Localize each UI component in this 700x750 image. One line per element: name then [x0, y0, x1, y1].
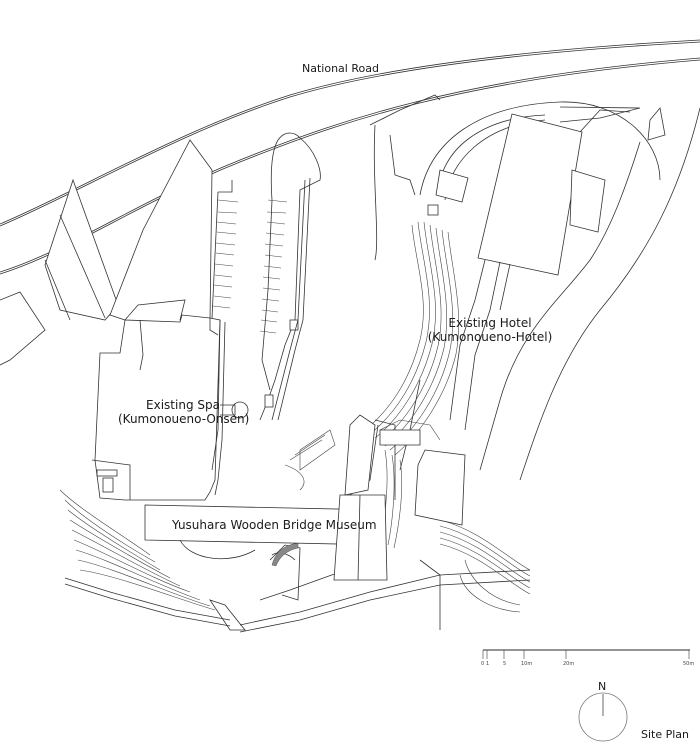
scale-bar	[482, 649, 690, 659]
plan-title: Site Plan	[641, 728, 690, 741]
road-label: National Road	[302, 62, 379, 75]
spa-subname: (Kumonoueno-Onsen)	[118, 412, 250, 426]
north-label: N	[598, 680, 607, 693]
scale-tick-0: 0	[481, 661, 485, 667]
parking-lot	[211, 132, 321, 421]
hotel-subname: (Kumonoueno-Hotel)	[427, 330, 553, 344]
existing-hotel-building	[369, 94, 700, 481]
left-buildings	[0, 139, 213, 366]
scale-tick-1: 1	[486, 661, 490, 667]
scale-tick-5: 5	[503, 661, 507, 667]
site-boundary-south	[64, 542, 531, 633]
existing-spa-building	[91, 314, 249, 501]
hotel-name: Existing Hotel	[448, 316, 532, 330]
museum-label: Yusuhara Wooden Bridge Museum	[172, 518, 377, 532]
spa-label: Existing Spa (Kumonoueno-Onsen)	[118, 398, 250, 426]
spa-name: Existing Spa	[146, 398, 220, 412]
scale-tick-20m: 20m	[563, 661, 575, 667]
north-arrow-icon	[578, 692, 628, 742]
hotel-label: Existing Hotel (Kumonoueno-Hotel)	[425, 316, 555, 344]
wooden-bridge-museum	[144, 414, 466, 581]
scale-tick-10m: 10m	[521, 661, 533, 667]
scale-tick-50m: 50m	[683, 661, 695, 667]
